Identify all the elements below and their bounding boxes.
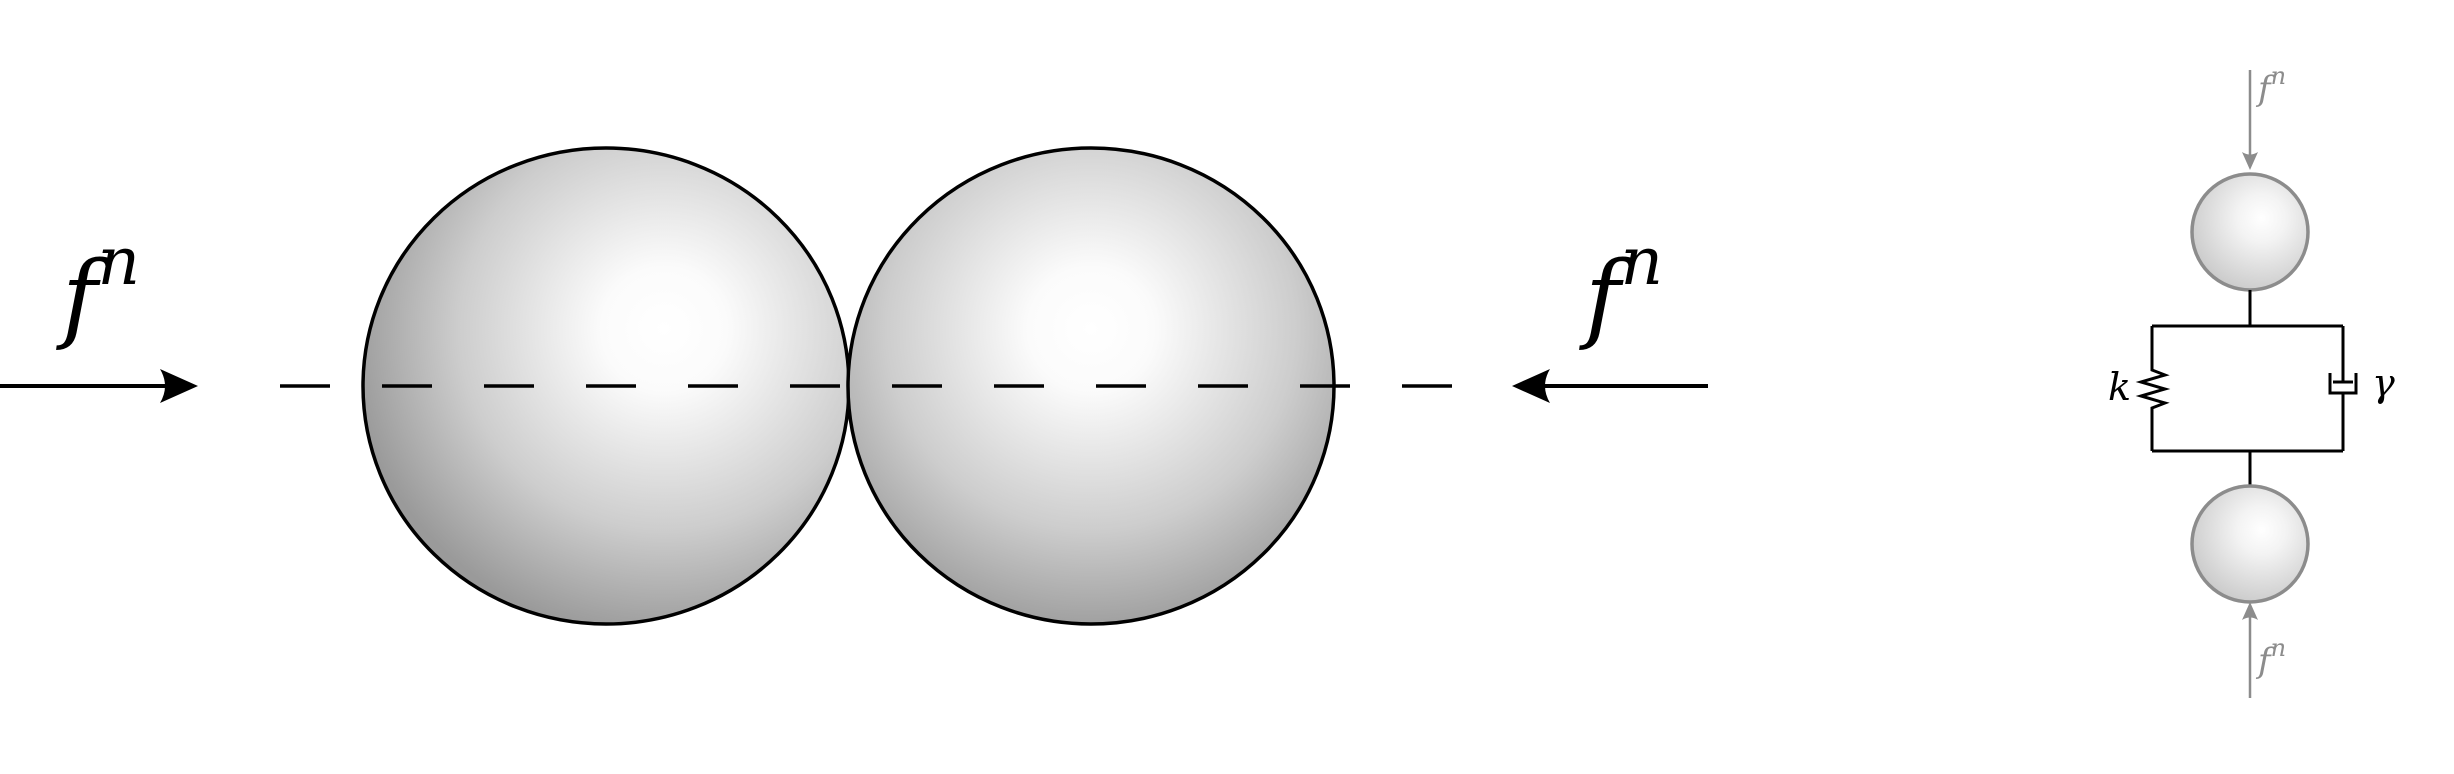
bottom-force-label: fn [2255, 634, 2286, 681]
left-force-arrow-head [160, 369, 198, 403]
spring-element [2135, 326, 2171, 451]
right-force-arrow-head [1512, 369, 1550, 403]
top-particle [2190, 172, 2310, 292]
right-force-label: fn [1579, 223, 1663, 353]
bottom-particle [2190, 484, 2310, 604]
left-force-label: fn [56, 223, 140, 353]
spring-label: k [2108, 365, 2131, 409]
spring-dashpot-model: fn k γ fn [2108, 62, 2395, 698]
top-force-label: fn [2255, 62, 2286, 109]
two-sphere-contact: fn fn [0, 146, 1708, 626]
damper-label: γ [2372, 361, 2395, 405]
top-force-arrow-head [2242, 152, 2258, 170]
bottom-force-arrow-head [2242, 602, 2258, 620]
